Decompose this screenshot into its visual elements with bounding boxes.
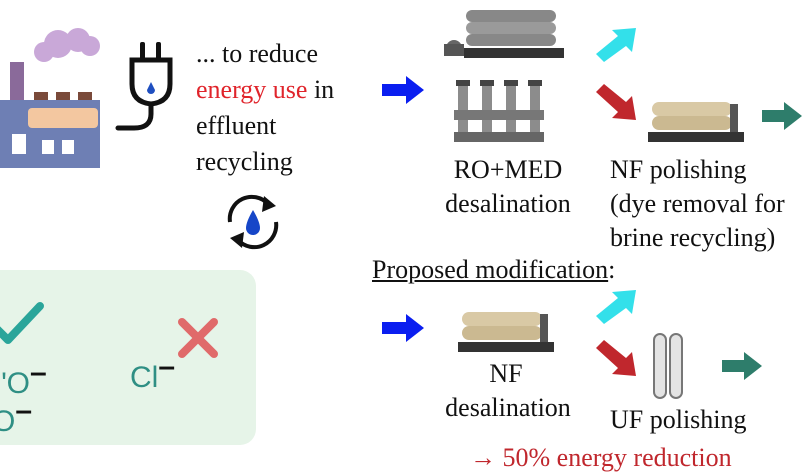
red-arrow-bottom: [596, 340, 636, 376]
uf-module-icon: [653, 333, 683, 399]
nf-polishing-label: NF polishing: [610, 155, 747, 184]
intro-line-3: effluent: [196, 111, 277, 140]
chloride-ion-label: Cl–: [130, 350, 175, 395]
sulfonate-ion-label: "O–: [0, 356, 47, 401]
cyan-arrow-bottom: [596, 290, 636, 324]
nf-dye-removal-label: (dye removal for: [610, 189, 785, 218]
med-unit-icon: [444, 10, 564, 58]
energy-use-highlight: energy use: [196, 75, 308, 104]
uf-polishing-label: UF polishing: [610, 405, 747, 434]
oxygen-ion-label: O–: [0, 394, 32, 439]
nf-polishing-modules-icon: [648, 102, 744, 142]
nf-label: NF: [489, 359, 523, 388]
red-arrow-top: [596, 84, 636, 120]
ion1-charge: –: [30, 356, 47, 389]
ro-med-label: RO+MED: [453, 155, 563, 184]
teal-arrow-top: [762, 102, 802, 130]
teal-arrow-bottom: [722, 352, 762, 380]
ion1-prefix: ": [0, 367, 7, 400]
electric-plug-icon: [115, 42, 173, 131]
intro-line-2: energy use in: [196, 72, 334, 108]
intro-line-4: recycling: [196, 147, 293, 176]
ion2-charge: –: [15, 394, 33, 427]
proposed-heading-colon: :: [608, 255, 616, 284]
check-icon: [0, 302, 44, 344]
blue-arrow-bottom: [382, 314, 424, 342]
nf-desalination-label: desalination: [445, 393, 571, 422]
nf-desalination-modules-icon: [458, 312, 554, 352]
proposed-modification-heading: Proposed modification:: [372, 252, 615, 288]
recycle-water-icon: [227, 194, 279, 250]
ion1-symbol: O: [6, 367, 30, 400]
ro-pressure-vessels-icon: [454, 80, 544, 142]
ro-med-desalination-label: desalination: [445, 189, 571, 218]
nf-brine-recycling-label: brine recycling): [610, 223, 776, 252]
intro-line-2-rest: in: [307, 75, 335, 104]
proposed-heading-text: Proposed modification: [372, 255, 609, 284]
blue-arrow-top: [382, 76, 424, 104]
cyan-arrow-top: [596, 28, 636, 62]
ion3-symbol: Cl: [130, 361, 159, 394]
ion2-symbol: O: [0, 405, 16, 438]
ion3-charge: –: [158, 350, 176, 383]
factory-icon: [0, 28, 100, 168]
intro-line-1: ... to reduce: [196, 39, 319, 68]
energy-reduction-partial: → 50% energy reduction: [470, 443, 732, 472]
cross-icon: [178, 318, 218, 358]
